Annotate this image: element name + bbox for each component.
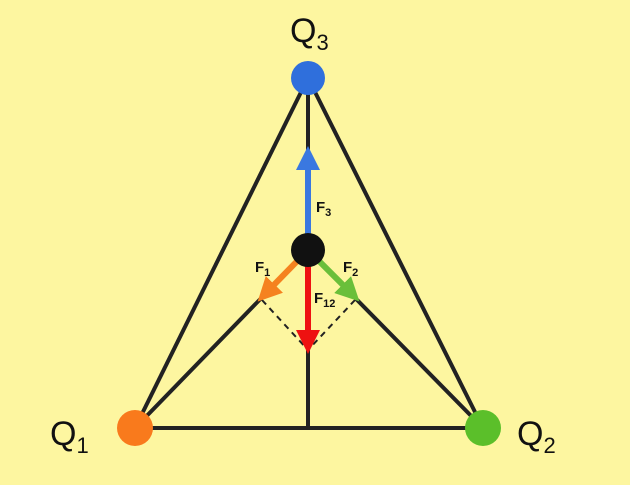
label-f1: F1 bbox=[255, 259, 270, 279]
label-q1: Q1 bbox=[50, 415, 89, 458]
label-f2: F2 bbox=[343, 259, 358, 279]
label-q3: Q3 bbox=[290, 12, 329, 55]
label-f3: F3 bbox=[316, 199, 331, 219]
triangle-left-side bbox=[133, 77, 310, 429]
charge-q2-dot bbox=[465, 410, 501, 446]
triangle-right-side bbox=[306, 77, 485, 429]
dashed-line-left bbox=[261, 299, 309, 351]
charge-q3-dot bbox=[291, 61, 325, 95]
charge-q1-dot bbox=[117, 410, 153, 446]
label-q2: Q2 bbox=[517, 415, 556, 458]
center-charge-dot bbox=[291, 233, 325, 267]
label-f12: F12 bbox=[314, 290, 335, 310]
